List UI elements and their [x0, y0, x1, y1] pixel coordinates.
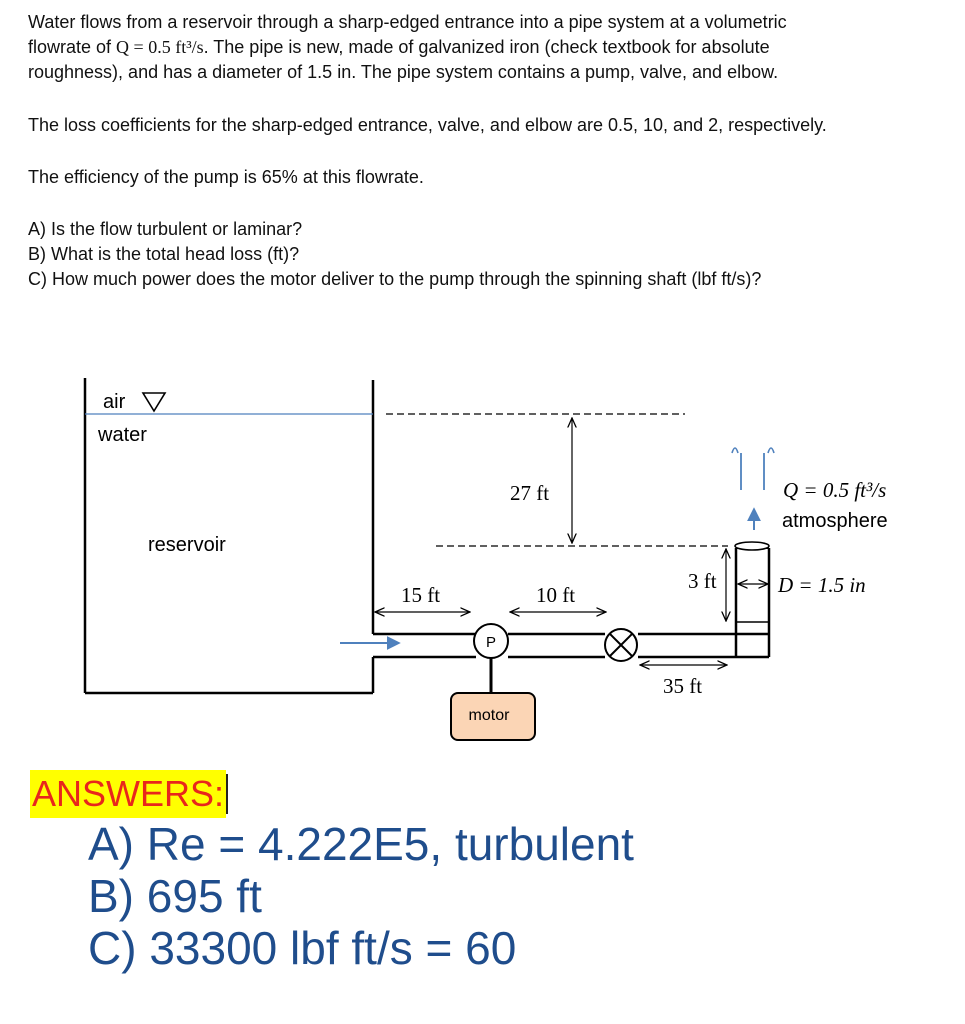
- flowrate-formula: Q = 0.5 ft³/s: [116, 37, 204, 57]
- problem-intro-line-1: Water flows from a reservoir through a s…: [28, 12, 787, 32]
- free-surface-icon: [141, 392, 167, 413]
- dimension-27ft-label: 27 ft: [510, 481, 549, 505]
- answer-b: B) 695 ft: [88, 870, 262, 922]
- valve-icon: [604, 628, 638, 662]
- horizontal-pipe: [373, 632, 769, 659]
- answer-a: A) Re = 4.222E5, turbulent: [88, 818, 634, 870]
- intro-prefix: flowrate of: [28, 37, 117, 57]
- pump-label: P: [486, 634, 496, 651]
- outlet-flowrate-label: Q = 0.5 ft³/s: [783, 478, 886, 502]
- motor-box: [450, 692, 536, 741]
- reservoir-walls: [83, 378, 375, 695]
- pump-efficiency-text: The efficiency of the pump is 65% at thi…: [28, 167, 424, 187]
- reservoir-label: reservoir: [148, 534, 226, 556]
- motor-label: motor: [469, 707, 511, 724]
- problem-intro-line-2: flowrate of Q = 0.5 ft³/s. The pipe is n…: [28, 35, 948, 60]
- water-label: water: [97, 424, 147, 446]
- pipe-system-diagram: air water reservoir 27 ft P motor: [83, 378, 888, 741]
- question-c: C) How much power does the motor deliver…: [28, 269, 762, 289]
- dimension-35ft-label: 35 ft: [663, 674, 702, 698]
- diameter-label: D = 1.5 in: [777, 573, 866, 597]
- vertical-riser-pipe: [734, 547, 771, 659]
- dimension-10ft-label: 10 ft: [536, 583, 575, 607]
- loss-coefficients-text: The loss coefficients for the sharp-edge…: [28, 115, 827, 135]
- dimension-3ft-label: 3 ft: [688, 569, 717, 593]
- intro-suffix: . The pipe is new, made of galvanized ir…: [203, 37, 770, 57]
- question-b: B) What is the total head loss (ft)?: [28, 244, 300, 264]
- pipe-outlet-icon: [734, 541, 770, 551]
- answers-heading: ANSWERS:: [30, 770, 229, 818]
- answers-section: ANSWERS: A) Re = 4.222E5, turbulent B) 6…: [30, 770, 634, 974]
- problem-intro-line-3: roughness), and has a diameter of 1.5 in…: [28, 62, 779, 82]
- question-a: A) Is the flow turbulent or laminar?: [28, 219, 303, 239]
- dimension-15ft-label: 15 ft: [401, 583, 440, 607]
- atmosphere-label: atmosphere: [782, 510, 888, 532]
- problem-statement: Water flows from a reservoir through a s…: [28, 10, 948, 292]
- air-label: air: [103, 391, 126, 413]
- outlet-jet-icon: [731, 447, 775, 530]
- answer-c: C) 33300 lbf ft/s = 60: [88, 922, 517, 974]
